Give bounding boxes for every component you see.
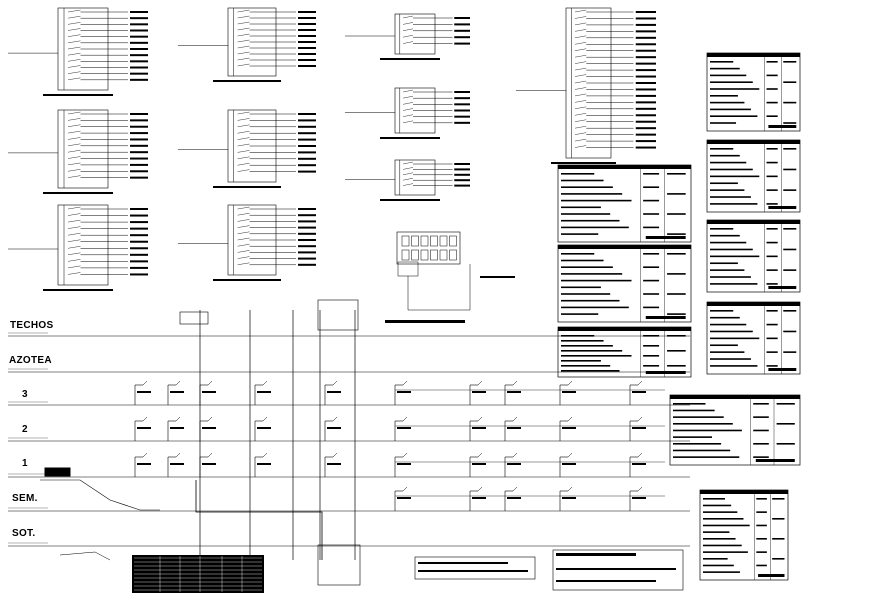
panel-schedule <box>8 109 148 194</box>
level-label-azotea: AZOTEA <box>9 355 52 366</box>
panel-schedule <box>516 7 656 164</box>
legend-blocks <box>132 549 684 593</box>
load-table <box>706 52 801 132</box>
conductor-legend <box>132 555 264 593</box>
load-table-group <box>557 52 801 581</box>
level-label-sem: SEM. <box>12 493 38 504</box>
load-table <box>557 244 692 323</box>
panel-schedule <box>178 7 316 82</box>
load-table <box>699 489 789 581</box>
level-label-1: 1 <box>22 458 28 469</box>
level-label-sot: SOT. <box>12 528 36 539</box>
panel-schedule <box>345 159 470 201</box>
load-table <box>557 326 692 378</box>
switchgear-detail <box>385 231 515 323</box>
level-label-2: 2 <box>22 424 28 435</box>
panel-schedule <box>345 87 470 139</box>
load-table <box>706 219 801 293</box>
title-block <box>552 549 684 591</box>
panel-schedule <box>8 7 148 96</box>
riser-diagram <box>8 231 690 586</box>
panel-schedule <box>178 109 316 188</box>
level-label-3: 3 <box>22 389 28 400</box>
panel-schedule <box>345 13 470 60</box>
load-table <box>706 139 801 213</box>
panel-schedule-group <box>8 7 656 291</box>
load-table <box>706 301 801 375</box>
load-table <box>669 394 801 466</box>
level-label-techos: TECHOS <box>10 320 54 331</box>
panel-schedule <box>8 204 148 291</box>
load-table <box>557 164 692 243</box>
panel-schedule <box>178 204 316 281</box>
notes-block <box>414 556 536 580</box>
